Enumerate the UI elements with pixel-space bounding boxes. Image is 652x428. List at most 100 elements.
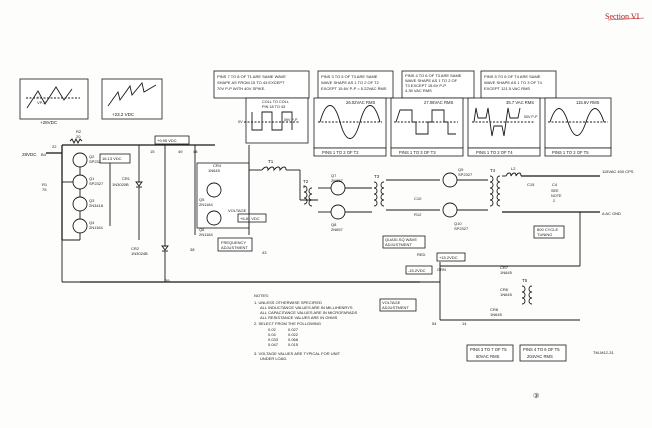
sel-b2: 0.022 <box>288 332 299 337</box>
t4-label: T4 <box>490 168 496 173</box>
note-3b: UNDER LOAD. <box>260 356 287 361</box>
footer-box-a: PINS 3 TO 7 OF T5 60VAC RMS <box>466 344 514 362</box>
sel-b1: 0.027 <box>288 327 299 332</box>
sel-a2: 0.04 <box>268 332 277 337</box>
quasi-line2: ADJUSTMENT <box>385 242 412 247</box>
t5-label: T5 <box>522 278 528 283</box>
t3-note-line1: PINS 4 TO 6 OF T3 ARE SAME <box>405 73 462 78</box>
pin-14: 14 <box>462 321 467 326</box>
t1-note-line3: 70V P-P WITH 40V SPIKE. <box>217 86 265 91</box>
cr1-type: 1N3020B <box>112 182 129 187</box>
l2-label: L2 <box>511 166 516 171</box>
red-label: RED <box>417 252 426 257</box>
q9-type: SP2327 <box>458 172 473 177</box>
footer-b-line1: PINS 4 TO 6 OF T5 <box>523 347 560 352</box>
cr2-label: CR2 <box>131 246 140 251</box>
wave-b-voltage: +23.2 VDC <box>112 112 135 117</box>
cr4-label: CR4 <box>213 163 222 168</box>
r1-label: R1 <box>42 182 48 187</box>
c15-label: C15 <box>527 182 535 187</box>
note-1a: ALL INDUCTANCE VALUES ARE IN MILLIHENRYS <box>260 305 353 310</box>
tuning-line2: TUNING <box>537 232 552 237</box>
q10-label: Q10 <box>454 221 462 226</box>
q1-label: Q1 <box>89 176 95 181</box>
pin-38: 38 <box>190 247 195 252</box>
section-underline <box>607 17 645 21</box>
q1-type: SP2327 <box>89 181 104 186</box>
footer-b-line2: 204VAC RMS <box>527 354 553 359</box>
t1-amp: 59V P-P <box>284 118 298 122</box>
pin-43: 43 <box>262 250 267 255</box>
quasi-line1: QUASI-SQ WAVE <box>385 237 417 242</box>
tuning-line1: 800 CYCLE <box>537 227 558 232</box>
see-note-3: 2 <box>553 199 555 203</box>
t3-label: T3 <box>374 174 380 179</box>
waveform-panel-t4: PINS 5 TO 6 OF T4 ARE SAME WAVE SHAPE AS… <box>467 70 557 157</box>
note-3a: 3. VOLTAGE VALUES ARE TYPICAL FOR UNIT <box>254 351 341 356</box>
q7-label: Q7 <box>331 173 337 178</box>
note-2: 2. SELECT FROM THE FOLLOWING <box>254 321 321 326</box>
pin-48: 48 <box>193 149 198 154</box>
t1-note-line2: SHAPE AS FROM 15 TO 43 EXCEPT <box>217 80 285 85</box>
pin-15: 15 <box>150 149 155 154</box>
sel-a3: 0.033 <box>268 337 279 342</box>
grn-label: GRN <box>437 267 446 272</box>
wave-a-label-vpp: VP-P <box>37 100 47 105</box>
q4-label: Q4 <box>89 220 95 225</box>
cr4-type: 1N645 <box>208 168 221 173</box>
footer-box-b: PINS 4 TO 6 OF T5 204VAC RMS <box>519 344 567 362</box>
waveform-panel-t3: PINS 4 TO 6 OF T3 ARE SAME WAVE SHAPE AS… <box>390 70 475 157</box>
freq-adj-line1: FREQUENCY <box>221 240 246 245</box>
q6-type: 2N1184 <box>199 232 213 237</box>
c4-label: C4 <box>552 182 558 187</box>
q7-type: 2N657 <box>331 178 344 183</box>
notes-block: NOTES: 1. UNLESS OTHERWISE SPECIFIED ALL… <box>254 293 358 361</box>
q5-label: Q5 <box>199 197 205 202</box>
sel-a1: 0.02 <box>268 327 277 332</box>
cr8-label: CR8 <box>490 307 499 312</box>
input-regulator: 28VDC B4 22 R2 20 R1 75 Q2 SP2327 Q1 SP2… <box>22 129 420 283</box>
pin-54: 54 <box>432 321 437 326</box>
c10-label: C10 <box>414 196 422 201</box>
t2-note-line3: EXCEPT 15.6V P-P = 5.22VAC RMS <box>321 86 387 91</box>
footer-a-line2: 60VAC RMS <box>476 354 500 359</box>
voltage-label: VOLTAGE <box>228 208 247 213</box>
t4-pins: PINS 1 TO 2 OF T4 <box>476 150 513 155</box>
q2-label: Q2 <box>89 154 95 159</box>
note-1c: ALL RESISTANCE VALUES ARE IN OHMS <box>260 315 338 320</box>
q3-label: Q3 <box>89 198 95 203</box>
page-number: ③ <box>533 392 539 400</box>
pin-22: 22 <box>52 144 57 149</box>
ac-gnd-label: A AC GND <box>602 211 621 216</box>
vm152-box: -15.2VDC <box>408 268 426 273</box>
cr7-type: 1N645 <box>500 270 513 275</box>
see-note-1: SEE <box>551 189 559 193</box>
q4-type: 2N1164 <box>89 225 103 230</box>
see-note-2: NOTE <box>551 194 562 198</box>
note-1b: ALL CAPACITANCE VALUES ARE IN MICROFARAD… <box>260 310 358 315</box>
v152-box: +15.2VDC <box>439 255 458 260</box>
note-1: 1. UNLESS OTHERWISE SPECIFIED <box>254 300 322 305</box>
r1-value: 75 <box>42 187 47 192</box>
t3-note-line3: T3 EXCEPT 15.6V P-P <box>405 83 446 88</box>
waveform-panel-t1: PINS 7 TO 8 OF T1 ARE SAME WAVE SHAPE AS… <box>213 70 310 144</box>
t4-rms: 35.7 VAC RMS <box>506 100 534 105</box>
section-label: Section VI <box>605 12 640 21</box>
q10-type: SP2327 <box>454 226 469 231</box>
q3-type: 2N3418 <box>89 203 104 208</box>
footer-a-line1: PINS 3 TO 7 OF T5 <box>470 347 507 352</box>
notes-title: NOTES: <box>254 293 269 298</box>
t5-pins: PINS 1 TO 2 OF T5 <box>552 150 589 155</box>
t1-zero: 0V <box>238 120 243 124</box>
t1-label: T1 <box>268 159 274 164</box>
t3-pins: PINS 1 TO 3 OF T3 <box>399 150 436 155</box>
pin-b4: B4 <box>41 152 47 157</box>
wave-a-label-y: Y <box>37 95 40 100</box>
t2-rms: 26.02VAC RMS <box>346 100 375 105</box>
t2-note-line2: WAVE SHAPE AS 1 TO 2 OF T2 <box>321 80 380 85</box>
t1-note-line1: PINS 7 TO 8 OF T1 ARE SAME WAVE <box>217 74 286 79</box>
q8-label: Q8 <box>331 222 337 227</box>
cr6-type: 1N645 <box>500 292 513 297</box>
r2-value: 20 <box>76 134 81 139</box>
wave-a-voltage: +28VDC <box>40 120 58 125</box>
